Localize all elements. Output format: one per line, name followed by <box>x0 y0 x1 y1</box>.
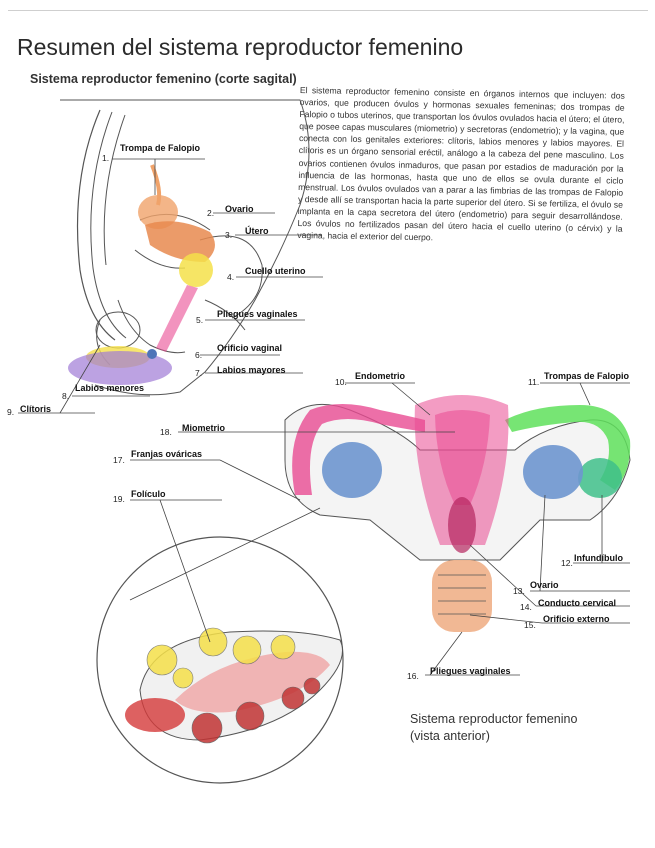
follicle-highlight-1 <box>146 644 178 676</box>
anterior-right-ovary-highlight <box>523 445 583 499</box>
label-number-5: 5. <box>196 315 204 325</box>
label-number-16: 16. <box>407 671 419 681</box>
label-conducto-cervical: Conducto cervical <box>538 598 617 608</box>
follicle-highlight-3 <box>232 635 262 665</box>
follicle-highlight-4 <box>270 634 296 660</box>
follicle-red-2 <box>235 701 265 731</box>
label-pliegues-vaginales-anterior: Pliegues vaginales <box>430 666 511 676</box>
label-number-1: 1. <box>102 153 110 163</box>
sagittal-labia-majora-highlight <box>68 351 172 385</box>
label-ovario-sagittal: Ovario <box>225 204 254 214</box>
label-cuello-uterino: Cuello uterino <box>245 266 306 276</box>
follicle-red-1 <box>191 712 223 744</box>
label-orificio-vaginal: Orificio vaginal <box>217 343 283 353</box>
label-pliegues-vaginales-sagittal: Pliegues vaginales <box>217 309 298 319</box>
label-trompas-de-falopio: Trompas de Falopio <box>544 371 630 381</box>
sagittal-cervix-highlight <box>179 253 213 287</box>
anterior-left-ovary-highlight <box>322 442 382 498</box>
sagittal-vagina-highlight <box>156 285 198 352</box>
label-number-9: 9. <box>7 407 15 417</box>
sagittal-spine <box>76 109 116 341</box>
sagittal-rectum <box>117 299 186 354</box>
follicle-highlight-5 <box>172 667 194 689</box>
anterior-cervical-canal-highlight <box>448 497 476 553</box>
label-number-14: 14. <box>520 602 532 612</box>
label-number-6: 6. <box>195 350 203 360</box>
anterior-right-infundibulum-highlight <box>578 458 622 498</box>
label-miometrio: Miometrio <box>182 423 226 433</box>
label-ovario-anterior: Ovario <box>530 580 559 590</box>
sagittal-ovary-highlight <box>138 195 178 229</box>
caption-line-2: (vista anterior) <box>410 729 490 743</box>
label-orificio-externo: Orificio externo <box>543 614 610 624</box>
label-number-15: 15. <box>524 620 536 630</box>
anterior-view-caption: Sistema reproductor femenino (vista ante… <box>410 711 577 745</box>
ovary-stroma-highlight <box>175 651 330 713</box>
anterior-left-fallopian-tube-highlight <box>292 404 425 495</box>
anterior-right-fallopian-tube-highlight <box>505 405 631 490</box>
label-trompa-de-falopio: Trompa de Falopio <box>120 143 201 153</box>
label-number-10: 10. <box>335 377 347 387</box>
page-title: Resumen del sistema reproductor femenino <box>17 34 464 60</box>
label-number-18: 18. <box>160 427 172 437</box>
follicle-red-3 <box>281 686 305 710</box>
label-number-13: 13. <box>513 586 525 596</box>
diagram-subtitle-sagittal: Sistema reproductor femenino (corte sagi… <box>30 72 297 86</box>
ovarian-fimbria-highlight <box>125 698 185 732</box>
sagittal-body-outline <box>60 99 310 396</box>
sagittal-uterus-highlight <box>145 221 215 262</box>
label-labios-menores: Labios menores <box>75 383 145 393</box>
label-number-3: 3. <box>225 230 233 240</box>
label-number-12: 12. <box>561 558 573 568</box>
follicle-red-4 <box>303 677 321 695</box>
anterior-endometrium-highlight <box>435 410 490 505</box>
label-number-17: 17. <box>113 455 125 465</box>
label-number-7: 7. <box>195 368 203 378</box>
label-endometrio: Endometrio <box>355 371 406 381</box>
label-utero: Útero <box>245 226 269 236</box>
caption-line-1: Sistema reproductor femenino <box>410 712 578 726</box>
label-infundibulo: Infundíbulo <box>574 553 623 563</box>
label-number-2: 2. <box>207 208 215 218</box>
follicle-highlight-2 <box>198 627 228 657</box>
label-franjas-ovaricas: Franjas ováricas <box>131 449 203 459</box>
label-number-19: 19. <box>113 494 125 504</box>
sagittal-vaginal-orifice-highlight <box>147 349 157 359</box>
label-number-4: 4. <box>227 272 235 282</box>
label-number-8: 8. <box>62 391 70 401</box>
label-foliculo: Folículo <box>131 489 166 499</box>
label-labios-mayores: Labios mayores <box>217 365 286 375</box>
label-clitoris: Clítoris <box>20 404 52 414</box>
top-divider <box>8 10 648 11</box>
sagittal-bladder <box>199 235 263 319</box>
label-number-11: 11. <box>528 377 540 387</box>
anterior-vagina-highlight <box>432 560 492 632</box>
